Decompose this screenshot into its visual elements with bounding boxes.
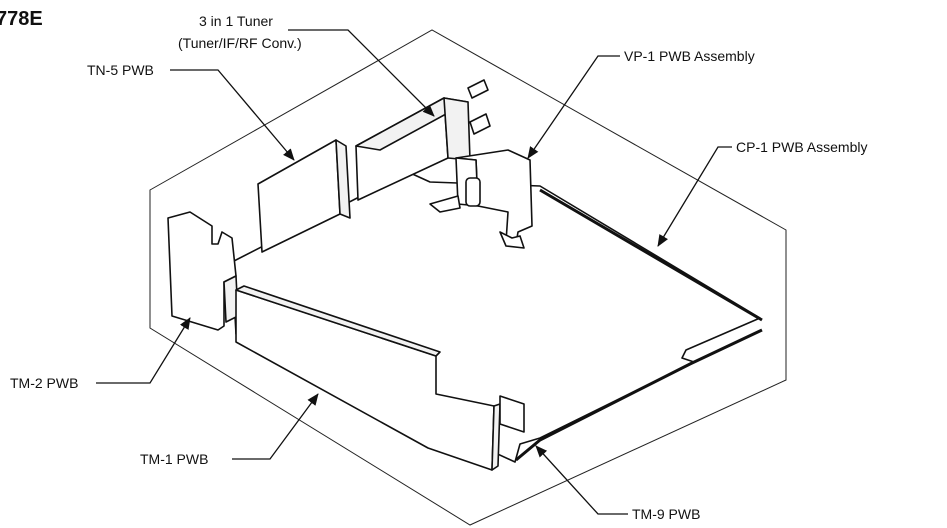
tuner-leader	[288, 29, 435, 117]
tuner-box-side	[443, 97, 471, 161]
tuner-connector-lower	[469, 113, 491, 135]
tm9-leader	[535, 445, 628, 515]
label-cp1: CP-1 PWB Assembly	[736, 139, 867, 155]
label-tn5: TN-5 PWB	[87, 62, 154, 78]
vp1-tab-left	[429, 195, 461, 213]
tm2-board	[167, 211, 237, 331]
tuner-connector-upper	[467, 79, 489, 99]
vp1-slot	[465, 177, 481, 207]
label-tuner-line1: 3 in 1 Tuner	[199, 13, 273, 29]
cp1-leader	[657, 146, 732, 247]
tm1-board-side	[491, 403, 501, 471]
label-tm2: TM-2 PWB	[10, 375, 78, 391]
vp1-leader	[527, 55, 620, 159]
label-tuner-line2: (Tuner/IF/RF Conv.)	[178, 35, 302, 51]
tm1-board-top-edge	[235, 285, 441, 357]
tn5-board-side	[335, 139, 351, 219]
tm1-leader	[232, 393, 319, 460]
label-tm1: TM-1 PWB	[140, 451, 208, 467]
chassis-outline	[149, 29, 787, 526]
label-vp1: VP-1 PWB Assembly	[624, 48, 755, 64]
tm2-leader	[96, 317, 191, 384]
vp1-tab-right	[499, 231, 525, 249]
tm9-board	[499, 395, 525, 433]
cp1-board-edge	[515, 188, 763, 462]
model-label: 778E	[0, 8, 43, 30]
tn5-leader	[170, 69, 295, 161]
label-tm9: TM-9 PWB	[632, 506, 700, 522]
